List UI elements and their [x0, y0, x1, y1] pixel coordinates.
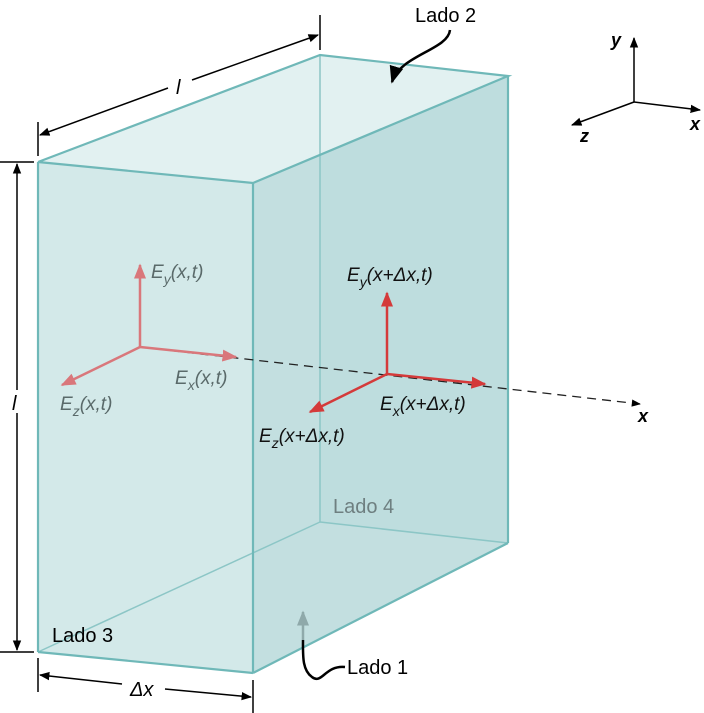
dimension-top-l: l [37, 15, 321, 156]
side-3-label: Lado 3 [52, 625, 113, 647]
side-2-arrow [389, 29, 452, 84]
side-4-label: Lado 4 [333, 496, 394, 518]
dimension-left-l: l [0, 161, 34, 653]
box-top-face [38, 55, 508, 183]
box-edges [36, 53, 513, 675]
ey-x-label: Ey(x,t) [151, 262, 203, 287]
side-2-label: Lado 2 [415, 5, 476, 27]
axis-x-label: x [689, 114, 701, 134]
dimension-top-label: l [176, 77, 181, 99]
hidden-edge [319, 521, 509, 544]
hidden-edge [37, 521, 321, 653]
axis-z-label: z [579, 126, 589, 146]
ez-x-label: Ez(x,t) [60, 394, 112, 419]
dimension-bottom-dx: Δx [37, 658, 254, 713]
ey-xdx-label: Ey(x+Δx,t) [347, 265, 433, 290]
x-axis-label: x [637, 406, 649, 426]
ex-x-label: Ex(x,t) [175, 368, 227, 393]
field-at-x-plus-dx: Ey(x+Δx,t) Ex(x+Δx,t) Ez(x+Δx,t) [259, 265, 487, 451]
dimension-bottom-label: Δx [129, 679, 154, 701]
field-at-x: Ey(x,t) Ex(x,t) Ez(x,t) [60, 262, 238, 419]
side-1-label: Lado 1 [347, 657, 408, 679]
ez-xdx-label: Ez(x+Δx,t) [259, 426, 345, 451]
box-front-face [38, 162, 253, 673]
box [36, 53, 513, 675]
axis-y-label: y [610, 30, 622, 50]
axes-legend: y x z [571, 30, 702, 146]
ex-xdx-label: Ex(x+Δx,t) [380, 394, 466, 419]
side-1-arrow-tail [301, 639, 346, 681]
dimension-left-label: l [12, 393, 17, 415]
